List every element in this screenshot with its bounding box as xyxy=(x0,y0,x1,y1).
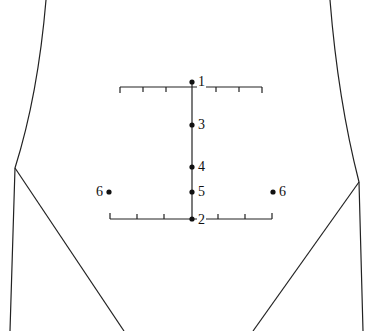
callout-number: 3 xyxy=(197,118,206,132)
callout-number: 2 xyxy=(197,213,206,227)
scale-line xyxy=(120,86,262,87)
midline xyxy=(191,82,192,219)
point-dot xyxy=(189,189,194,194)
torso-outline xyxy=(10,0,46,331)
groin-line xyxy=(15,168,124,331)
scale-ticks xyxy=(120,87,262,93)
point-dot xyxy=(270,189,275,194)
callout-number: 5 xyxy=(197,185,206,199)
point-dot xyxy=(189,122,194,127)
point-dot xyxy=(189,216,194,221)
groin-line xyxy=(253,182,359,331)
point-dot xyxy=(189,164,194,169)
torso-outline xyxy=(330,0,363,331)
point-dot xyxy=(106,189,111,194)
callout-number: 6 xyxy=(278,185,287,199)
callout-number: 6 xyxy=(95,185,104,199)
callout-number: 4 xyxy=(197,160,206,174)
callout-number: 1 xyxy=(197,75,206,89)
point-dot xyxy=(189,79,194,84)
